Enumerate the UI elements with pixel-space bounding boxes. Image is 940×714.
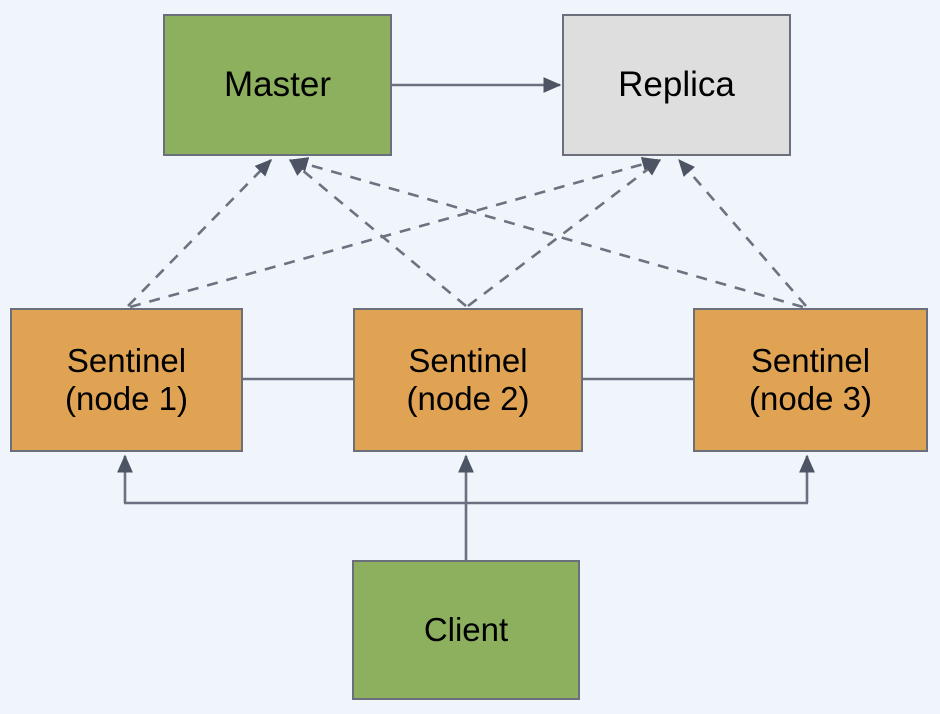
node-sentinel-1-sublabel: (node 1) bbox=[65, 380, 188, 417]
node-sentinel-3-sublabel: (node 3) bbox=[749, 380, 872, 417]
edge-sentinel2-to-replica bbox=[467, 158, 662, 308]
node-sentinel-2-label: Sentinel bbox=[408, 341, 528, 379]
edge-sentinel1-to-master bbox=[127, 159, 272, 307]
node-sentinel-1-label: Sentinel bbox=[66, 341, 187, 379]
node-master-label: Master bbox=[224, 64, 331, 104]
node-master[interactable]: Master bbox=[163, 14, 392, 156]
node-sentinel-3-label: Sentinel bbox=[750, 341, 871, 379]
edge-sentinel2-to-master bbox=[288, 158, 467, 308]
edge-sentinel3-to-master bbox=[290, 157, 804, 309]
node-replica-label: Replica bbox=[618, 64, 735, 104]
edge-sentinel3-to-replica bbox=[678, 158, 807, 307]
node-client[interactable]: Client bbox=[352, 560, 580, 700]
node-sentinel-2-sublabel: (node 2) bbox=[406, 380, 530, 417]
node-sentinel-3[interactable]: Sentinel (node 3) bbox=[693, 308, 928, 452]
node-sentinel-2[interactable]: Sentinel (node 2) bbox=[353, 308, 583, 452]
node-replica[interactable]: Replica bbox=[562, 14, 791, 156]
node-sentinel-1[interactable]: Sentinel (node 1) bbox=[10, 308, 243, 452]
edge-sentinel1-to-replica bbox=[129, 156, 660, 309]
node-client-label: Client bbox=[423, 610, 509, 648]
